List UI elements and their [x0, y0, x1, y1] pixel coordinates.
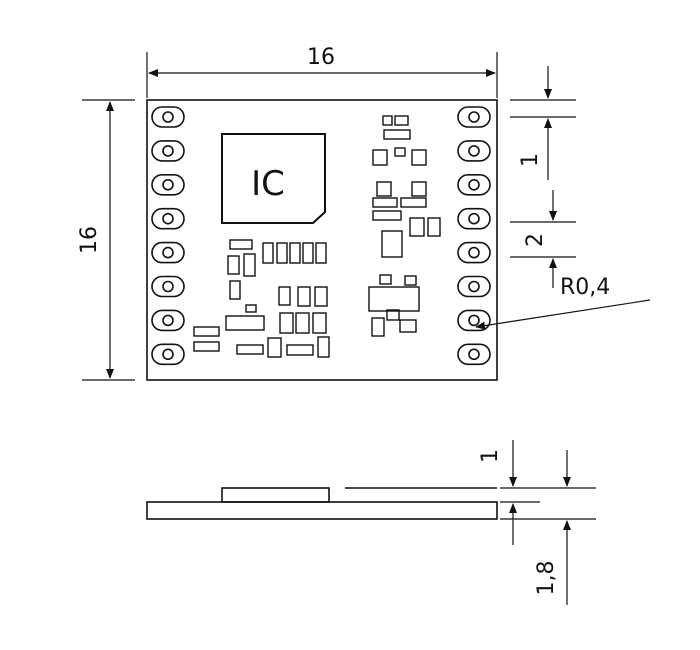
side-view: [146, 487, 498, 520]
castellated-pad-left: [151, 140, 185, 162]
pin-pitch-label: 1: [518, 153, 543, 167]
castellated-pad-right: [457, 207, 491, 230]
ic-side-profile: [221, 487, 330, 503]
ic-label: IC: [251, 164, 285, 204]
height-dimension: [82, 99, 135, 381]
module-outline: [146, 99, 498, 381]
castellated-pad-left: [151, 207, 185, 230]
component-height-label: 1: [478, 449, 503, 463]
passive-components-left: [193, 239, 330, 358]
castellated-pad-right: [457, 309, 491, 332]
right-pad-row: [457, 106, 491, 366]
top-view: [146, 99, 498, 381]
castellated-pad-right: [457, 106, 491, 128]
pad-radius-label: R0,4: [560, 275, 610, 300]
width-dimension-label: 16: [307, 45, 335, 70]
castellated-pad-right: [457, 140, 491, 162]
pad-length-label: 2: [523, 233, 548, 247]
castellated-pad-left: [151, 106, 185, 128]
component-height-dimension: [500, 440, 596, 545]
castellated-pad-left: [151, 309, 185, 332]
pad-radius-leader: [475, 299, 651, 330]
pcb-board-side: [146, 501, 498, 520]
board-thickness-dimension: [500, 450, 596, 605]
left-pad-row: [151, 106, 185, 366]
pad-length-dimension: [510, 190, 576, 288]
castellated-pad-left: [151, 241, 185, 264]
castellated-pad-right: [457, 241, 491, 264]
board-thickness-label: 1,8: [534, 561, 559, 596]
castellated-pad-left: [151, 343, 185, 366]
castellated-pad-right: [457, 343, 491, 366]
castellated-pad-left: [151, 275, 185, 298]
passive-components-right: [368, 115, 441, 337]
castellated-pad-right: [457, 275, 491, 298]
castellated-pad-right: [457, 174, 491, 196]
pin-pitch-dimension: [510, 66, 576, 180]
width-dimension: [146, 52, 498, 98]
castellated-pad-left: [151, 174, 185, 196]
ic-chip: [221, 133, 326, 224]
height-dimension-label: 16: [77, 226, 102, 254]
